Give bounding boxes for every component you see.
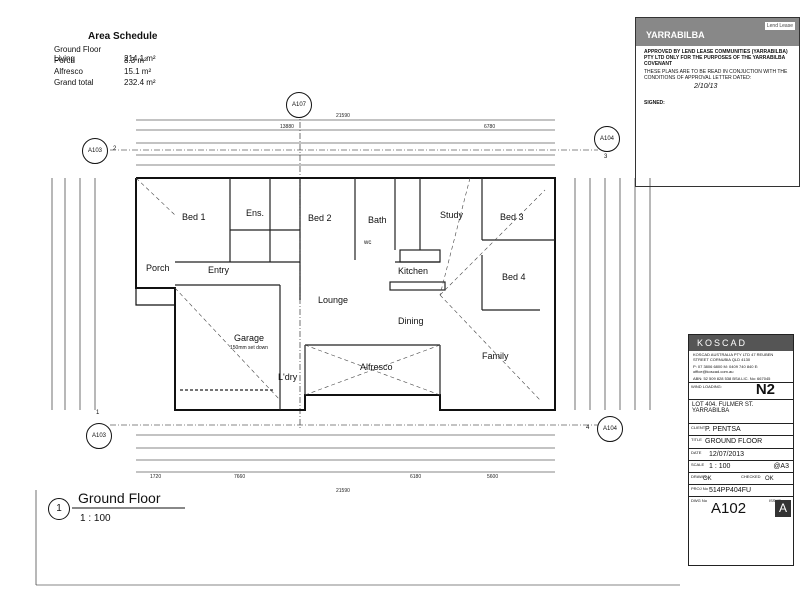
company-contact: P: 07 3806 6800 M: 0409 740 840 E: offic… xyxy=(693,364,759,374)
room-label-wc: wc xyxy=(364,240,372,246)
checked-label: CHECKED xyxy=(741,474,761,479)
dwg-number: A102 xyxy=(711,500,747,517)
room-label-lounge: Lounge xyxy=(318,295,349,305)
dim-top-left: 13880 xyxy=(280,124,294,130)
approval-text: APPROVED BY LEND LEASE COMMUNITIES (YARR… xyxy=(644,49,788,67)
dim-bottom-d: 1720 xyxy=(150,474,162,480)
room-label-kitchen: Kitchen xyxy=(398,266,429,276)
dim-top-right: 6780 xyxy=(484,124,496,130)
drawn-label: DRAWN xyxy=(691,474,706,479)
room-label-dining: Dining xyxy=(398,316,424,326)
elevation-ref-marker: A103 xyxy=(82,138,108,164)
elevation-ref-marker: A104 xyxy=(597,416,623,442)
client-label: CLIENT xyxy=(691,425,706,430)
drawing-scale: 1 : 100 xyxy=(80,513,111,524)
company-address: KOSCAD AUSTRALIA PTY LTD 47 REUBEN STREE… xyxy=(693,352,774,362)
room-label-porch: Porch xyxy=(146,263,170,273)
room-label-entry: Entry xyxy=(208,265,230,275)
lend-lease-logo: Lend Lease xyxy=(764,22,795,30)
elevation-ref-marker: A103 xyxy=(86,423,112,449)
signed-label: SIGNED: xyxy=(644,100,665,106)
elevation-number: 1 xyxy=(96,410,100,416)
project-address: LOT 404. FULMER ST. YARRABILBA xyxy=(689,399,793,423)
drawing-title: Ground Floor xyxy=(78,490,161,506)
section-ref-marker: A107 xyxy=(286,92,312,118)
dim-bottom-a: 7660 xyxy=(234,474,246,480)
dim-bottom-total: 21590 xyxy=(336,488,350,494)
sheet-size: @A3 xyxy=(773,463,789,470)
client-name: P. PENTSA xyxy=(705,426,741,433)
garage-note: 150mm set down xyxy=(230,345,269,351)
elevation-number: 3 xyxy=(604,154,608,160)
yarrabilba-logo: YARRABILBA xyxy=(646,30,705,40)
room-label-ensuite: Ens. xyxy=(246,208,265,218)
title-block: KOSCAD KOSCAD AUSTRALIA PTY LTD 47 REUBE… xyxy=(688,334,794,566)
approval-note: THESE PLANS ARE TO BE READ IN CONJUCTION… xyxy=(644,69,788,81)
area-schedule-title: Area Schedule xyxy=(88,31,158,42)
room-label-bath: Bath xyxy=(368,215,387,225)
room-label-laundry: L'dry xyxy=(278,372,298,382)
room-label-bed1: Bed 1 xyxy=(182,212,206,222)
elevation-ref-marker: A104 xyxy=(594,126,620,152)
date-label: DATE xyxy=(691,450,702,455)
issue-letter: A xyxy=(775,500,791,517)
room-label-alfresco: Alfresco xyxy=(360,362,393,372)
approval-header: YARRABILBA Lend Lease xyxy=(636,18,799,46)
title-label: TITLE xyxy=(691,437,702,442)
elevation-number: 2 xyxy=(113,146,117,152)
dim-bottom-c: 5600 xyxy=(487,474,499,480)
scale-label: SCALE xyxy=(691,462,705,467)
room-label-bed4: Bed 4 xyxy=(502,272,526,282)
dim-bottom-b: 6180 xyxy=(410,474,422,480)
sheet-date: 12/07/2013 xyxy=(709,451,745,458)
approval-stamp: YARRABILBA Lend Lease APPROVED BY LEND L… xyxy=(635,17,800,187)
company-logo: KOSCAD xyxy=(689,335,793,351)
wind-label: WIND LOADING: xyxy=(691,384,722,389)
drawing-number: 1 xyxy=(48,498,70,520)
room-label-bed3: Bed 3 xyxy=(500,212,524,222)
project-number: 514PP404FU xyxy=(709,487,752,494)
room-label-garage: Garage xyxy=(234,333,265,343)
drawn-by: OK xyxy=(703,476,712,482)
dim-top-total: 21590 xyxy=(336,113,350,119)
room-label-study: Study xyxy=(440,210,464,220)
checked-by: OK xyxy=(765,476,774,482)
project-number-label: PROJ No xyxy=(691,486,708,491)
dwg-number-label: DWG No xyxy=(691,498,707,503)
elevation-number: 4 xyxy=(586,425,590,431)
company-licence: ABN: 52 509 828 538 BSA LIC. No: 667045 xyxy=(693,376,771,381)
approval-date: 2/10/13 xyxy=(694,83,718,90)
room-label-bed2: Bed 2 xyxy=(308,213,332,223)
sheet-scale: 1 : 100 xyxy=(709,463,731,470)
sheet-title: GROUND FLOOR xyxy=(705,438,763,445)
room-label-family: Family xyxy=(482,351,509,361)
wind-loading: N2 xyxy=(755,381,775,398)
